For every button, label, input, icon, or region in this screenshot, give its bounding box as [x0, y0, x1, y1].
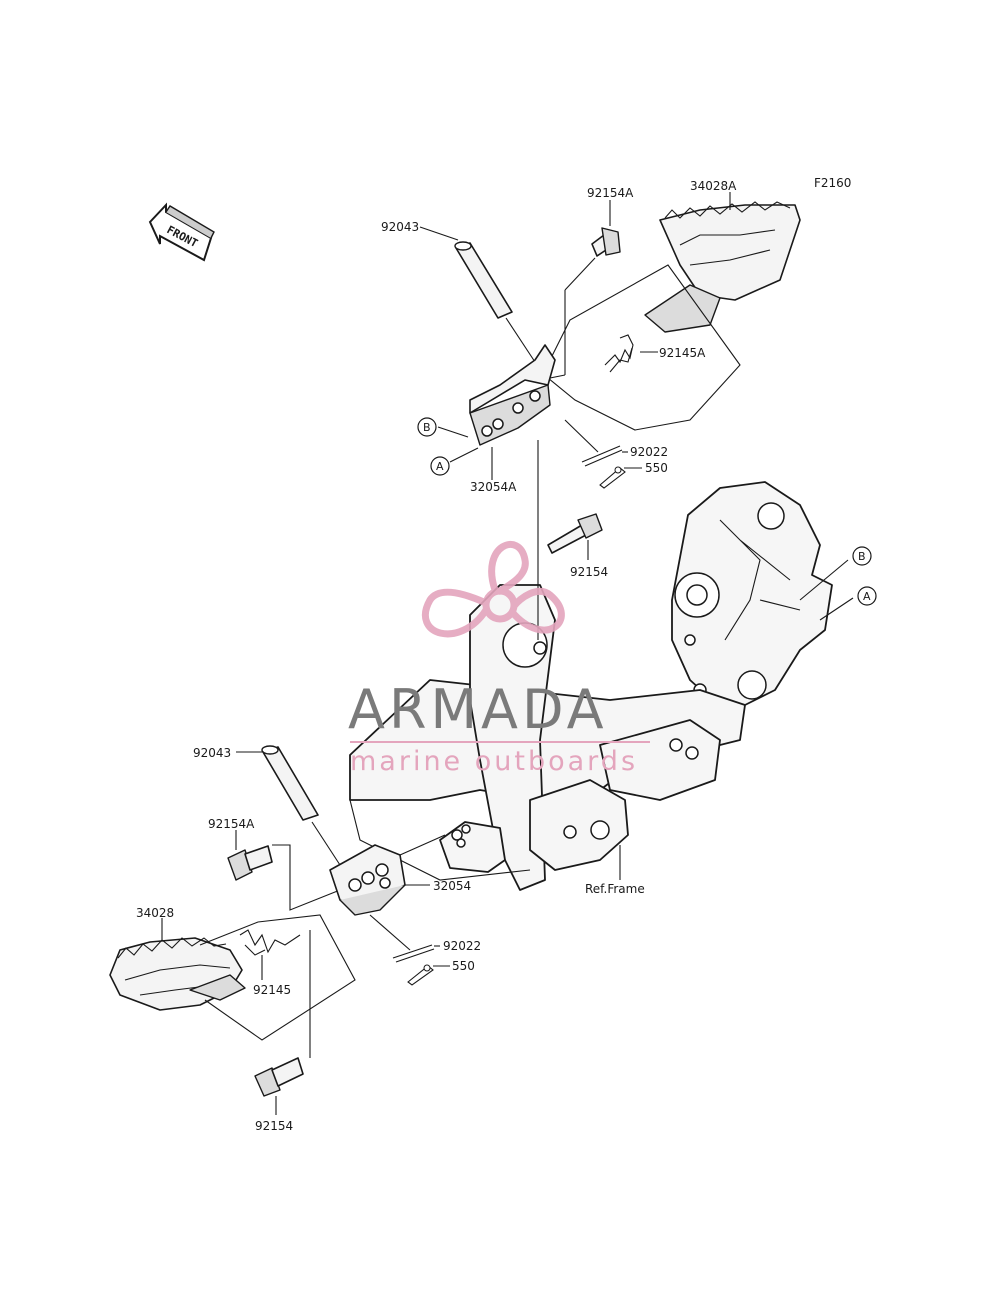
figure-code: F2160	[814, 176, 851, 190]
upper-footpeg-label: 34028A	[690, 179, 737, 193]
lower-bracket	[329, 844, 406, 916]
upper-spring-label: 92145A	[659, 346, 706, 360]
upper-bolt	[547, 513, 603, 554]
watermark-brand: ARMADA	[348, 678, 608, 741]
upper-footpeg	[644, 201, 801, 333]
lower-washer-label: 550	[452, 959, 475, 973]
lower-spring-label: 92145	[253, 983, 291, 997]
svg-text:B: B	[858, 550, 866, 563]
upper-cotter-label: 92022	[630, 445, 668, 459]
upper-bolt-a	[591, 227, 621, 257]
svg-text:B: B	[423, 421, 431, 434]
lower-pin-label: 92043	[193, 746, 231, 760]
svg-text:A: A	[863, 590, 871, 603]
lower-bracket-label: 32054	[433, 879, 471, 893]
lower-footpeg	[109, 937, 246, 1011]
svg-text:A: A	[436, 460, 444, 473]
upper-bracket-label: 32054A	[470, 480, 517, 494]
ref-b-right: B	[852, 546, 872, 566]
lower-spring	[239, 929, 301, 956]
ref-a-right: A	[857, 586, 877, 606]
upper-washer-label: 550	[645, 461, 668, 475]
lower-bolt-a	[227, 845, 273, 881]
lower-cotter-label: 92022	[443, 939, 481, 953]
lower-footpeg-label: 34028	[136, 906, 174, 920]
ref-b-upper: B	[417, 417, 437, 437]
lower-washer	[407, 964, 434, 986]
armada-logo-icon	[421, 540, 565, 638]
lower-cotter	[392, 944, 435, 963]
lower-pin	[261, 745, 319, 821]
upper-pin-label: 92043	[381, 220, 419, 234]
upper-bracket	[469, 344, 556, 446]
lower-bolt-label: 92154	[255, 1119, 293, 1133]
ref-a-upper: A	[430, 456, 450, 476]
front-arrow-icon: FRONT	[148, 202, 215, 262]
lower-bolt-a-label: 92154A	[208, 817, 255, 831]
upper-washer	[599, 466, 626, 489]
ref-frame-label: Ref.Frame	[585, 882, 645, 896]
upper-bolt-label: 92154	[570, 565, 608, 579]
upper-pin	[454, 241, 513, 319]
upper-cotter	[581, 445, 623, 467]
frame-assembly	[349, 481, 833, 891]
upper-spring	[604, 334, 634, 373]
watermark-tagline: marine outboards	[350, 746, 638, 777]
lower-bolt	[254, 1057, 304, 1097]
upper-bolt-a-label: 92154A	[587, 186, 634, 200]
